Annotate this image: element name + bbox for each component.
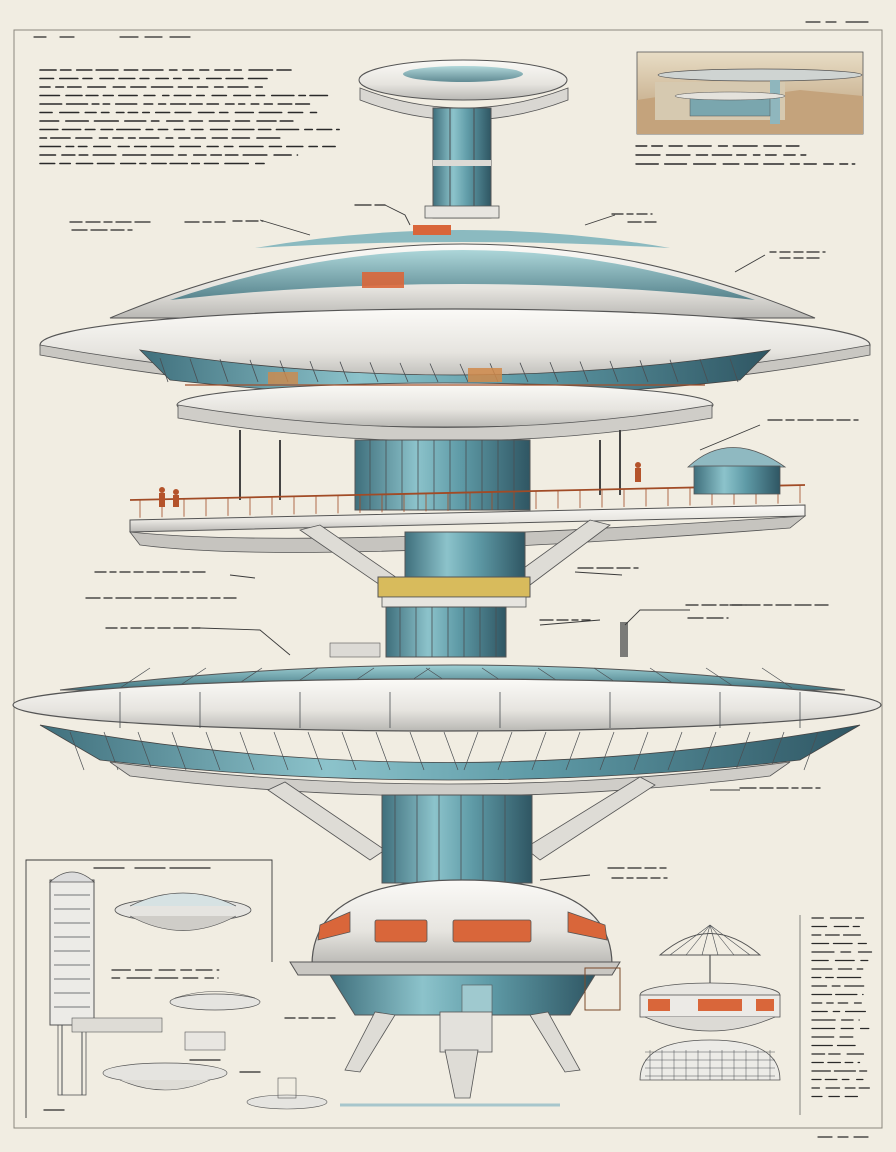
- lower-core-section: [329, 531, 628, 658]
- top-cap-saucer: [358, 59, 569, 121]
- stroke: [463, 731, 479, 771]
- stroke: [599, 731, 615, 771]
- stroke: [685, 924, 711, 956]
- stroke: [119, 667, 151, 689]
- stroke: [701, 924, 711, 956]
- stroke: [159, 357, 169, 383]
- stroke: [701, 731, 717, 771]
- inset-caption-scribble: [635, 145, 856, 165]
- stroke: [137, 731, 153, 771]
- stroke: [249, 359, 259, 383]
- upper-saucer: [39, 225, 871, 397]
- inset-landscape-illustration: [636, 51, 864, 135]
- stroke: [69, 731, 85, 771]
- stroke: [565, 731, 581, 771]
- stroke: [307, 731, 323, 771]
- stroke: [669, 924, 711, 956]
- stroke: [409, 731, 425, 771]
- tower-illustration: [12, 59, 882, 1107]
- detail-panel-scribbles: [43, 867, 261, 1111]
- notes-block-right: [811, 917, 873, 1098]
- stroke: [459, 363, 469, 383]
- stroke: [309, 360, 319, 383]
- stroke: [375, 731, 391, 771]
- stroke: [273, 731, 289, 771]
- stroke: [497, 731, 513, 771]
- stroke: [639, 360, 649, 383]
- stroke: [669, 359, 679, 383]
- annotation-label-scribbles: [69, 204, 859, 1019]
- detail-panel-left: [25, 859, 328, 1118]
- stroke: [633, 731, 649, 771]
- stroke: [549, 361, 559, 383]
- stroke: [531, 731, 547, 771]
- stroke: [579, 361, 589, 383]
- middle-glass-core: [239, 430, 621, 511]
- stroke: [709, 924, 751, 956]
- notes-block-top-left: [39, 69, 340, 165]
- bottom-pod: [289, 879, 621, 1107]
- upper-balcony-ring: [176, 382, 714, 442]
- observation-deck: [129, 447, 807, 553]
- stroke: [609, 360, 619, 383]
- stroke: [189, 358, 199, 383]
- top-mast: [424, 107, 500, 219]
- stroke: [735, 731, 751, 771]
- stroke: [705, 667, 737, 689]
- stroke: [803, 731, 819, 771]
- stroke: [709, 924, 719, 956]
- detail-panel-right: [639, 915, 801, 1115]
- stroke: [339, 361, 349, 383]
- stroke: [399, 362, 409, 383]
- stroke: [769, 731, 785, 771]
- stroke: [519, 362, 529, 383]
- annotation-leaders: [199, 204, 766, 881]
- stroke: [709, 924, 735, 956]
- sheet-border: [13, 29, 883, 1129]
- stroke: [205, 731, 221, 771]
- stroke: [729, 358, 739, 383]
- lower-stem: [267, 776, 656, 884]
- stroke: [219, 359, 229, 383]
- stroke: [429, 363, 439, 383]
- stroke: [699, 358, 709, 383]
- stroke: [443, 731, 459, 771]
- stroke: [761, 667, 793, 689]
- stroke: [341, 731, 357, 771]
- stroke: [667, 731, 683, 771]
- stroke: [239, 731, 255, 771]
- stroke: [171, 731, 187, 771]
- stroke: [369, 362, 379, 383]
